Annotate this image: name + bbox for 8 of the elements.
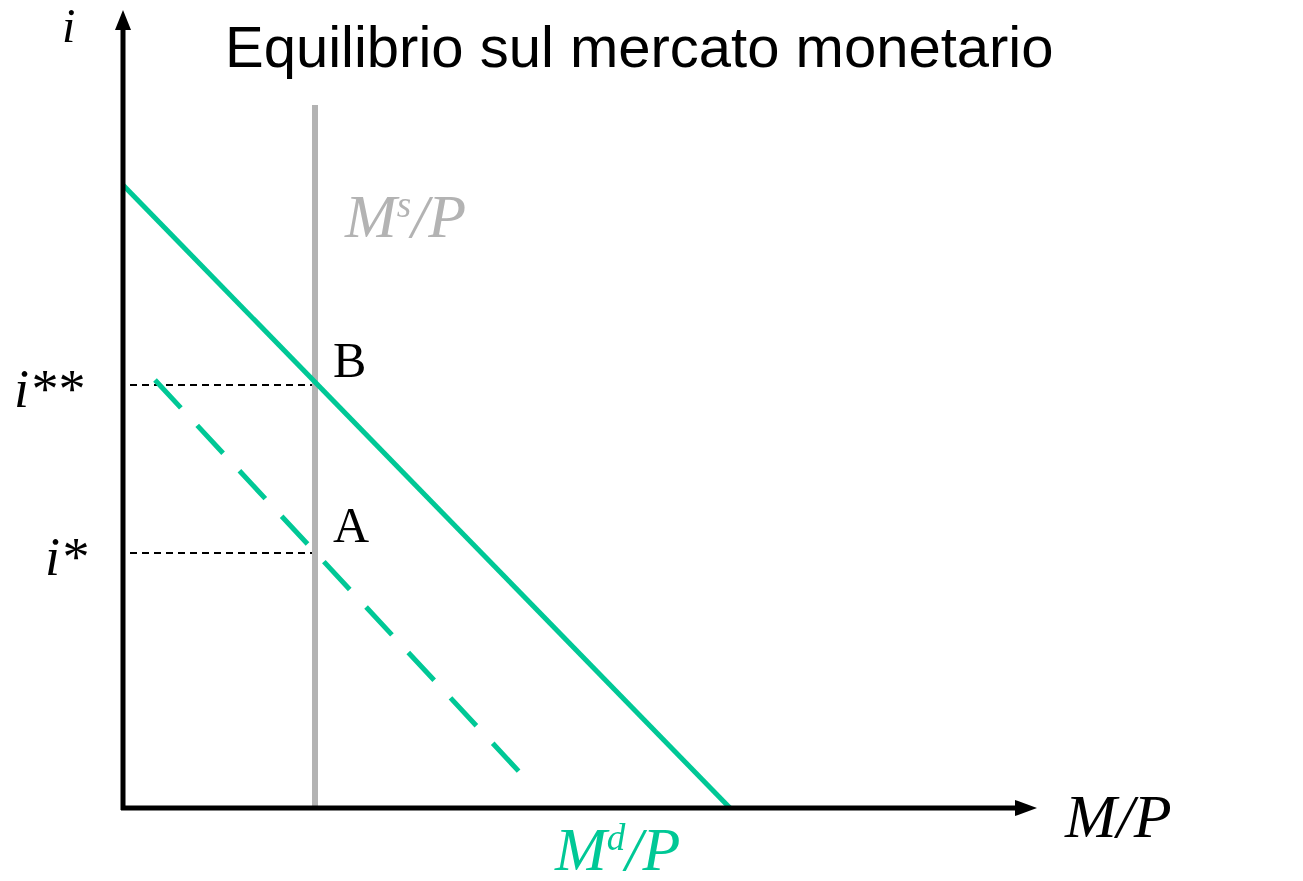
curve-label: M$^{d}$/P xyxy=(555,818,681,880)
axis-label: i xyxy=(62,2,76,50)
axis-value-label: i** xyxy=(14,362,83,416)
axis-label: M/P xyxy=(1065,785,1172,847)
point-label: B xyxy=(333,335,367,385)
curve-label: M$^{s}$/P xyxy=(345,185,467,247)
axis-value-label: i* xyxy=(45,530,87,584)
point-label: A xyxy=(333,500,370,550)
